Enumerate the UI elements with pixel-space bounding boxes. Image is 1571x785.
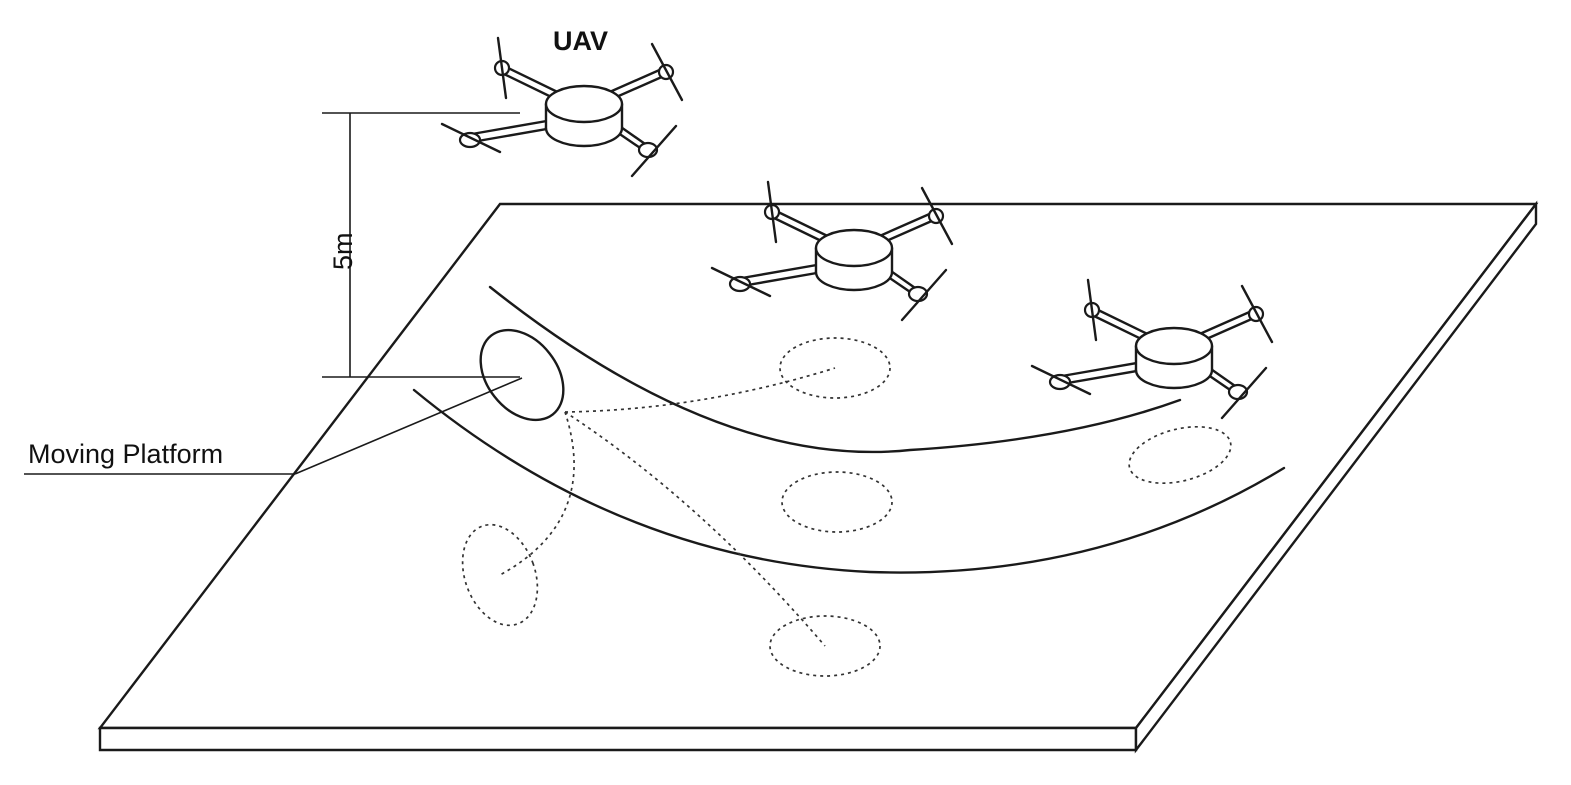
height-dimension (322, 112, 520, 378)
moving-platform-label: Moving Platform (28, 439, 223, 469)
platform-trajectories (499, 367, 836, 647)
height-label: 5m (328, 232, 358, 270)
platform-leader-line (24, 377, 523, 475)
uav-drone-hover (440, 36, 684, 178)
uav-label: UAV (553, 26, 608, 56)
platform-projected-positions (461, 337, 1232, 677)
ground-plate (97, 200, 1539, 754)
moving-platform-shape (479, 328, 565, 422)
lane-curve-upper (488, 285, 1182, 454)
lane-curve-lower (412, 388, 1286, 574)
